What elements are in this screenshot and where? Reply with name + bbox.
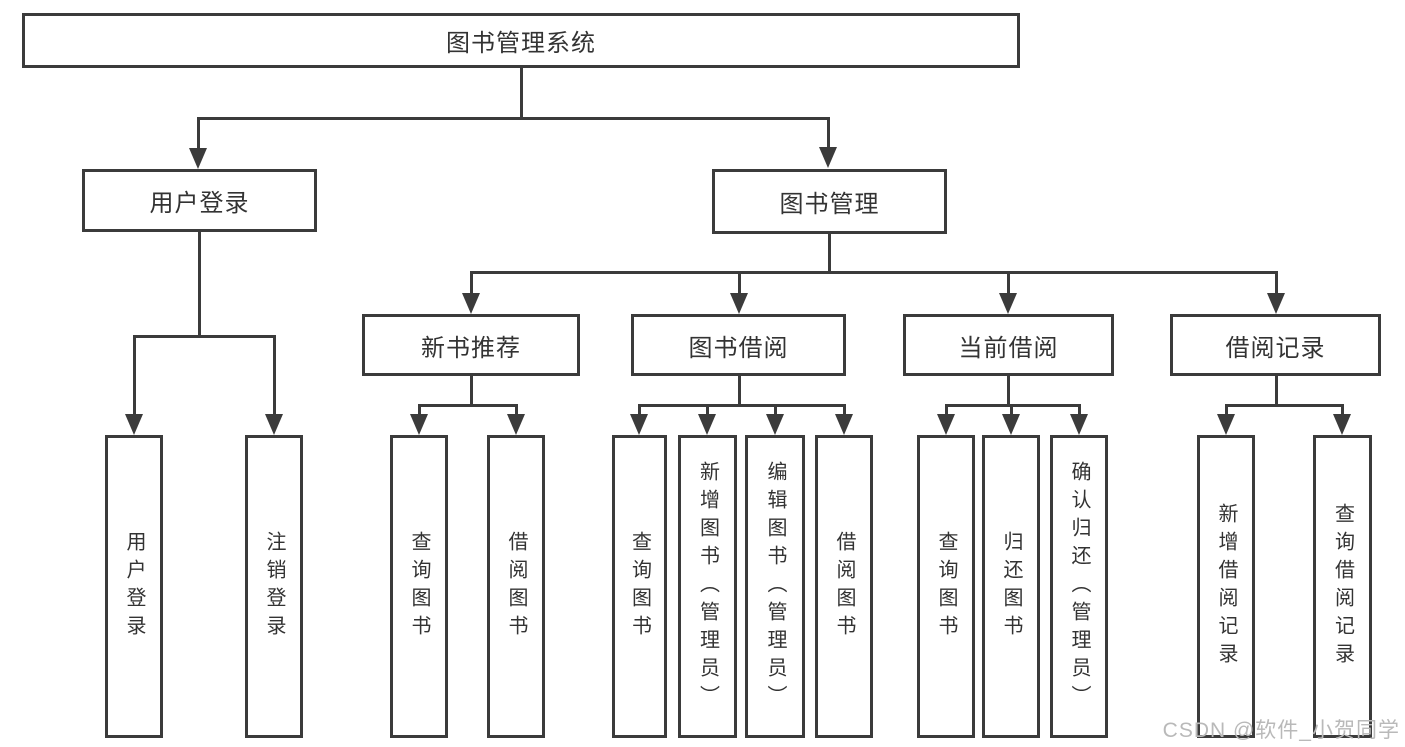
node-new-book-recommend: 新书推荐 bbox=[362, 314, 580, 376]
connector-line bbox=[520, 68, 523, 119]
arrow-down-icon bbox=[730, 293, 748, 314]
node-label: 用户登录 bbox=[123, 530, 145, 643]
connector-line bbox=[1078, 404, 1081, 417]
leaf-edit-book-admin: 编辑图书（管理员） bbox=[745, 435, 805, 738]
connector-line bbox=[774, 404, 777, 417]
connector-line bbox=[1007, 376, 1010, 406]
node-label: 查询图书 bbox=[628, 530, 651, 643]
node-label: 注销登录 bbox=[263, 530, 285, 643]
connector-line bbox=[418, 404, 421, 417]
connector-line bbox=[133, 335, 276, 338]
node-label: 借阅图书 bbox=[833, 530, 855, 643]
arrow-down-icon bbox=[819, 147, 837, 168]
connector-line bbox=[273, 335, 276, 417]
leaf-add-book-admin: 新增图书（管理员） bbox=[678, 435, 737, 738]
node-label: 查询图书 bbox=[408, 530, 430, 643]
node-label: 借阅记录 bbox=[1225, 334, 1326, 362]
arrow-down-icon bbox=[410, 414, 428, 435]
connector-line bbox=[470, 271, 1278, 274]
connector-line bbox=[1225, 404, 1228, 417]
connector-line bbox=[470, 376, 473, 406]
connector-line bbox=[197, 117, 200, 151]
leaf-borrow-books: 借阅图书 bbox=[815, 435, 873, 738]
leaf-query-borrow-record: 查询借阅记录 bbox=[1313, 435, 1372, 738]
arrow-down-icon bbox=[1217, 414, 1235, 435]
arrow-down-icon bbox=[1333, 414, 1351, 435]
arrow-down-icon bbox=[835, 414, 853, 435]
leaf-query-books-current: 查询图书 bbox=[917, 435, 975, 738]
node-label: 图书借阅 bbox=[688, 334, 789, 362]
leaf-query-books-borrow: 查询图书 bbox=[612, 435, 667, 738]
connector-line bbox=[1275, 271, 1278, 296]
connector-line bbox=[1275, 376, 1278, 406]
node-label: 图书管理系统 bbox=[446, 30, 596, 57]
node-label: 当前借阅 bbox=[958, 334, 1059, 362]
leaf-confirm-return-admin: 确认归还（管理员） bbox=[1050, 435, 1108, 738]
connector-line bbox=[638, 404, 846, 407]
arrow-down-icon bbox=[630, 414, 648, 435]
connector-line bbox=[418, 404, 518, 407]
node-borrowing-records: 借阅记录 bbox=[1170, 314, 1381, 376]
connector-line bbox=[1010, 404, 1013, 417]
arrow-down-icon bbox=[766, 414, 784, 435]
arrow-down-icon bbox=[1267, 293, 1285, 314]
connector-line bbox=[638, 404, 641, 417]
connector-line bbox=[843, 404, 846, 417]
csdn-watermark: CSDN @软件_小贺同学 bbox=[1162, 719, 1400, 742]
arrow-down-icon bbox=[698, 414, 716, 435]
node-label: 确认归还（管理员） bbox=[1068, 460, 1090, 713]
leaf-logout-login: 注销登录 bbox=[245, 435, 303, 738]
connector-line bbox=[827, 117, 830, 150]
connector-line bbox=[133, 335, 136, 417]
leaf-borrow-books-recommend: 借阅图书 bbox=[487, 435, 545, 738]
arrow-down-icon bbox=[462, 293, 480, 314]
connector-line bbox=[945, 404, 948, 417]
leaf-query-books-recommend: 查询图书 bbox=[390, 435, 448, 738]
connector-line bbox=[738, 271, 741, 296]
connector-line bbox=[470, 271, 473, 296]
connector-line bbox=[945, 404, 1081, 407]
node-label: 查询借阅记录 bbox=[1331, 502, 1354, 671]
node-label: 编辑图书（管理员） bbox=[764, 460, 786, 713]
arrow-down-icon bbox=[265, 414, 283, 435]
leaf-user-login: 用户登录 bbox=[105, 435, 163, 738]
connector-line bbox=[706, 404, 709, 417]
node-user-login: 用户登录 bbox=[82, 169, 317, 232]
node-label: 归还图书 bbox=[1000, 530, 1022, 643]
node-label: 新书推荐 bbox=[421, 334, 521, 362]
connector-line bbox=[198, 232, 201, 337]
connector-line bbox=[1341, 404, 1344, 417]
node-book-borrowing: 图书借阅 bbox=[631, 314, 846, 376]
leaf-add-borrow-record: 新增借阅记录 bbox=[1197, 435, 1255, 738]
connector-line bbox=[1007, 271, 1010, 296]
node-label: 查询图书 bbox=[935, 530, 957, 643]
arrow-down-icon bbox=[125, 414, 143, 435]
connector-line bbox=[197, 117, 830, 120]
arrow-down-icon bbox=[1002, 414, 1020, 435]
leaf-return-book: 归还图书 bbox=[982, 435, 1040, 738]
node-label: 新增借阅记录 bbox=[1215, 502, 1237, 671]
node-label: 借阅图书 bbox=[505, 530, 527, 643]
connector-line bbox=[515, 404, 518, 417]
arrow-down-icon bbox=[999, 293, 1017, 314]
node-current-borrowing: 当前借阅 bbox=[903, 314, 1114, 376]
node-book-management: 图书管理 bbox=[712, 169, 947, 234]
node-label: 用户登录 bbox=[149, 190, 250, 217]
arrow-down-icon bbox=[937, 414, 955, 435]
node-label: 新增图书（管理员） bbox=[696, 460, 719, 713]
node-label: 图书管理 bbox=[779, 191, 880, 218]
node-library-system: 图书管理系统 bbox=[22, 13, 1020, 68]
connector-line bbox=[828, 234, 831, 273]
connector-line bbox=[738, 376, 741, 406]
arrow-down-icon bbox=[507, 414, 525, 435]
connector-line bbox=[1225, 404, 1344, 407]
arrow-down-icon bbox=[1070, 414, 1088, 435]
arrow-down-icon bbox=[189, 148, 207, 169]
